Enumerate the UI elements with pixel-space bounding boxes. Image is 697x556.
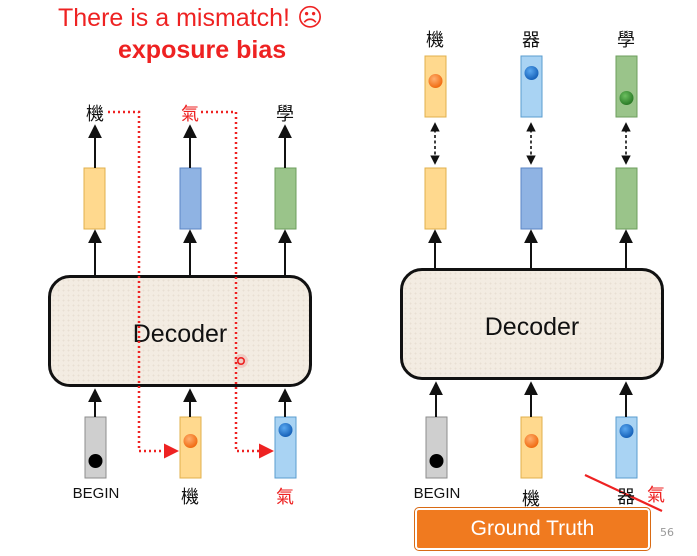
right-input-label-2: 機 [522, 489, 540, 510]
left-input-dot-3 [278, 423, 293, 437]
right-input-dot-begin [429, 454, 444, 468]
pointer-marker [237, 356, 246, 365]
left-input-dot-2 [183, 434, 198, 448]
feedback-path-1 [108, 110, 179, 459]
right-output-vector-2 [520, 167, 543, 230]
left-output-vector-3 [274, 167, 297, 230]
right-input-dot-2 [524, 434, 539, 448]
left-input-dot-begin [88, 454, 103, 468]
right-input-label-begin: BEGIN [413, 485, 461, 502]
left-output-vector-2 [179, 167, 202, 230]
left-input-label-3: 氣 [276, 487, 294, 508]
left-decoder-label: Decoder [132, 320, 228, 348]
right-target-dot-2 [524, 66, 539, 80]
page-number: 56 [660, 526, 674, 539]
right-target-token-1: 機 [426, 30, 444, 51]
right-input-label-3: 器 [617, 487, 635, 508]
left-input-vector-begin [84, 416, 107, 479]
right-input-dot-3 [619, 424, 634, 438]
right-target-vector-3 [615, 55, 638, 118]
pointer-marker-glow [234, 354, 248, 368]
right-decoder-box: Decoder [400, 268, 664, 380]
right-target-vector-2 [520, 55, 543, 118]
left-input-label-2: 機 [181, 487, 199, 508]
left-output-vector-1 [83, 167, 106, 230]
page-subtitle: exposure bias [118, 36, 287, 64]
left-decoder-box: Decoder [48, 275, 312, 387]
right-target-dot-3 [619, 91, 634, 105]
right-input-vector-begin [425, 416, 448, 479]
correction-strike-line [584, 474, 663, 512]
left-input-label-begin: BEGIN [72, 485, 120, 502]
left-output-token-3: 學 [276, 104, 294, 125]
ground-truth-button[interactable]: Ground Truth [415, 508, 650, 550]
right-target-dot-1 [428, 74, 443, 88]
left-output-token-2: 氣 [181, 104, 199, 125]
right-target-token-3: 學 [617, 30, 635, 51]
right-target-token-2: 器 [522, 30, 540, 51]
right-decoder-label: Decoder [484, 313, 580, 341]
feedback-path-2 [201, 110, 274, 459]
left-output-token-1: 機 [86, 104, 104, 125]
page-title: There is a mismatch! ☹ [58, 4, 324, 32]
right-output-vector-3 [615, 167, 638, 230]
right-correction-token: 氣 [647, 485, 665, 506]
right-output-vector-1 [424, 167, 447, 230]
